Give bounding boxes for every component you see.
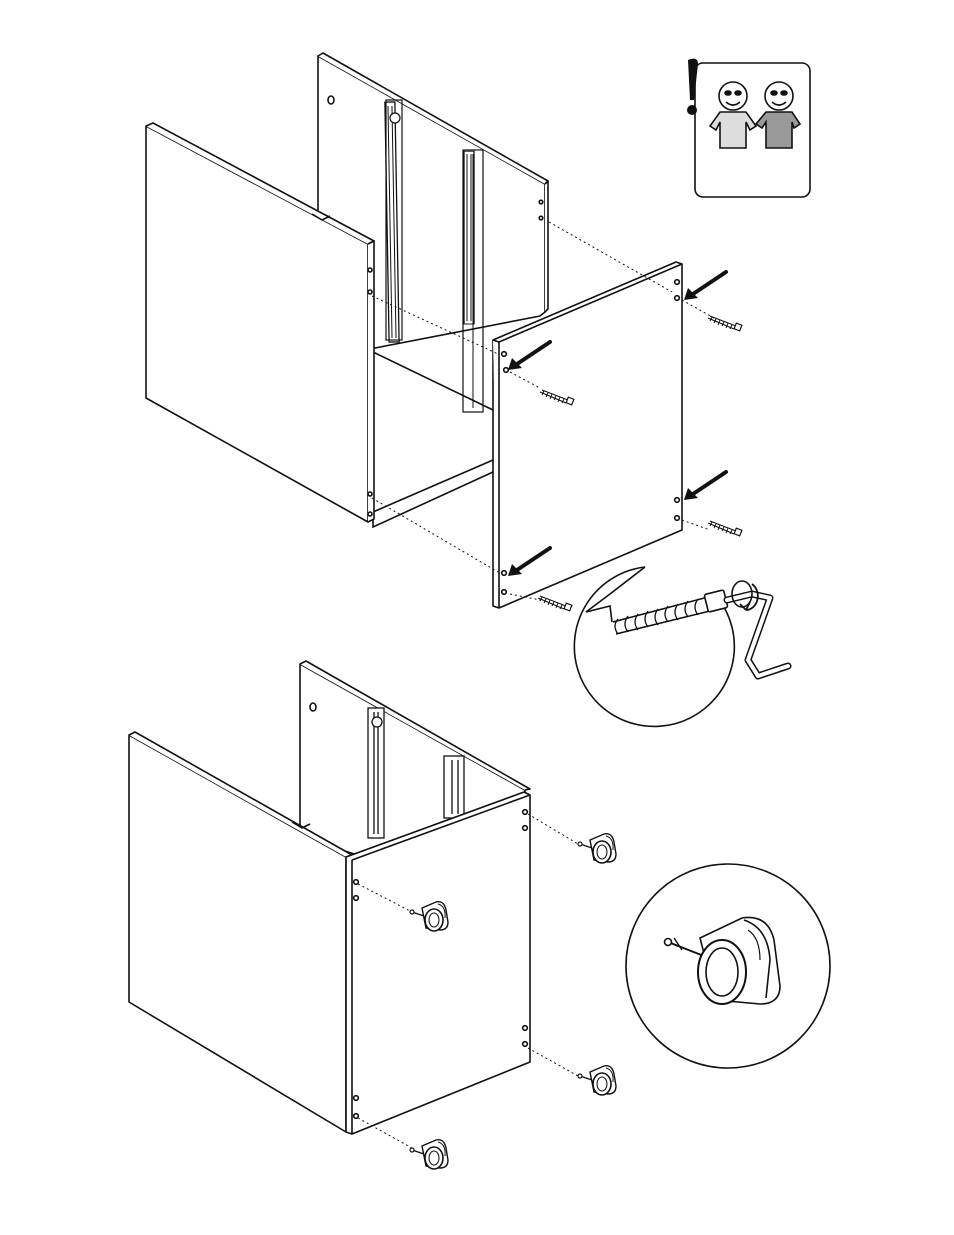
bottom-panel [373, 352, 493, 527]
enlarged-cam-screw [613, 590, 728, 634]
caster-detail-callout [626, 864, 830, 1068]
crank-key-icon [727, 581, 788, 676]
insert-arrow-icon [684, 272, 726, 300]
step-1-exploded-view [146, 53, 788, 726]
caster-wheel-icon [578, 1066, 616, 1095]
step-2-exploded-view [129, 661, 830, 1169]
cam-screw [708, 521, 742, 536]
caster-wheel-icon [410, 1140, 448, 1169]
cam-screw [708, 316, 742, 331]
cam-screw [538, 596, 572, 611]
insert-arrow-icon [684, 472, 726, 500]
screw-detail-callout [574, 567, 788, 726]
two-person-warning-badge [687, 59, 810, 197]
caster-wheel-icon [578, 834, 616, 863]
